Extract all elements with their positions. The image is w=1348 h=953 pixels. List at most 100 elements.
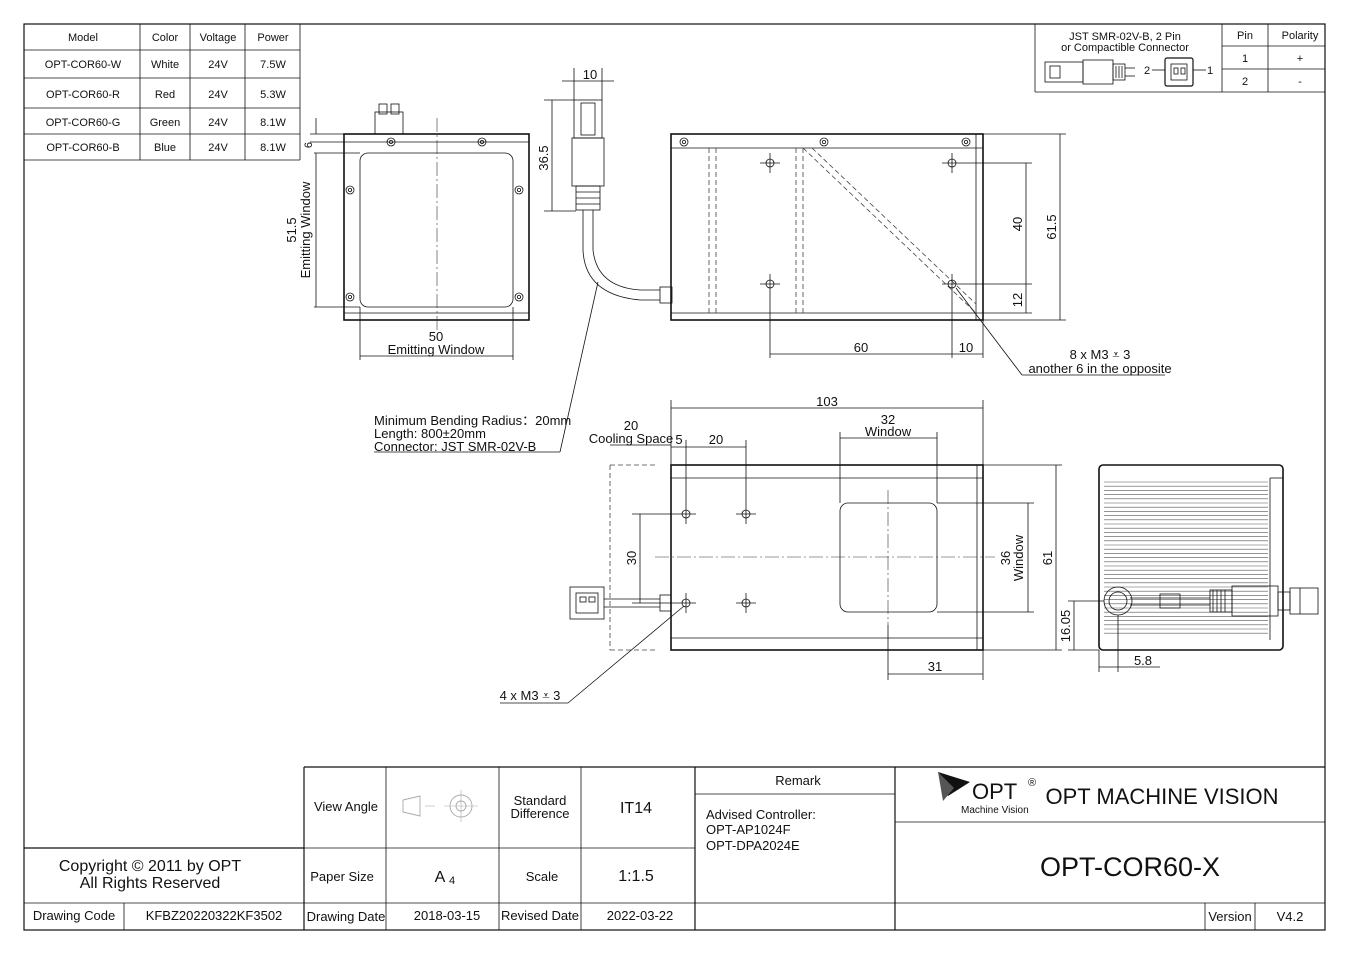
holes-note-2: another 6 in the opposite <box>1028 361 1171 376</box>
side-view: 60 10 40 12 61.5 8 x M3 ⩡ 3 another 6 in… <box>670 133 1172 376</box>
dim-end-58: 5.8 <box>1134 653 1152 668</box>
remark-label: Remark <box>775 773 821 788</box>
spec-cell: OPT-COR60-W <box>45 59 122 71</box>
spec-cell: Blue <box>154 142 176 154</box>
spec-table: Model Color Voltage Power OPT-COR60-W Wh… <box>24 24 301 161</box>
connector-header-pin: Pin <box>1237 30 1253 42</box>
logo-text: OPT <box>972 779 1017 804</box>
dim-side-615: 61.5 <box>1044 214 1059 239</box>
dim-front-height: 51.5 <box>284 217 299 242</box>
dim-cooling-20: 20 <box>624 418 638 433</box>
scale-value: 1:1.5 <box>618 868 654 885</box>
dim-connector-width: 10 <box>583 67 597 82</box>
spec-cell: 24V <box>208 59 228 71</box>
dim-bottom-20: 20 <box>709 432 723 447</box>
dim-bottom-32: 32 <box>881 412 895 427</box>
copyright-line-1: Copyright © 2011 by OPT <box>59 858 241 875</box>
dim-bottom-36: 36 <box>998 551 1013 565</box>
holes-note-1: 8 x M3 ⩡ 3 <box>1070 347 1131 362</box>
remark-line-1: Advised Controller: <box>706 807 816 822</box>
spec-cell: 8.1W <box>260 142 286 154</box>
drawing-date: 2018-03-15 <box>414 908 481 923</box>
spec-cell: 8.1W <box>260 117 286 129</box>
pin-1-label: 1 <box>1207 65 1213 77</box>
spec-cell: OPT-COR60-G <box>46 117 121 129</box>
spec-header-voltage: Voltage <box>200 32 237 44</box>
spec-cell: 24V <box>208 89 228 101</box>
dim-front-width-label: Emitting Window <box>388 342 485 357</box>
cable-note-2: Length: 800±20mm <box>374 426 486 441</box>
connector-cell: 1 <box>1242 53 1248 65</box>
cable-note-1: Minimum Bending Radius：20mm <box>374 413 571 428</box>
spec-cell: OPT-COR60-R <box>46 89 120 101</box>
spec-cell: 24V <box>208 117 228 129</box>
drawing-date-label: Drawing Date <box>307 909 386 924</box>
version-value: V4.2 <box>1277 909 1304 924</box>
dim-side-40: 40 <box>1010 217 1025 231</box>
spec-cell: White <box>151 59 179 71</box>
paper-size-sub: 4 <box>449 875 455 887</box>
dim-bottom-30: 30 <box>624 551 639 565</box>
remark-line-3: OPT-DPA2024E <box>706 838 800 853</box>
cable-note-3: Connector: JST SMR-02V-B <box>374 439 536 454</box>
version-label: Version <box>1208 909 1251 924</box>
spec-cell: 24V <box>208 142 228 154</box>
cable-connector-view: 10 36.5 Minimum Bending Radius：20mm Leng… <box>374 67 673 454</box>
dim-front-width: 50 <box>429 329 443 344</box>
spec-header-model: Model <box>68 32 98 44</box>
dim-front-6: 6 <box>303 142 315 148</box>
spec-cell: Green <box>150 117 181 129</box>
pin-2-label: 2 <box>1144 65 1150 77</box>
bottom-holes-note: 4 x M3 ⩡ 3 <box>500 688 561 703</box>
dim-bottom-32-label: Window <box>865 424 912 439</box>
remark-line-2: OPT-AP1024F <box>706 822 791 837</box>
dim-connector-height: 36.5 <box>536 145 551 170</box>
dim-bottom-61: 61 <box>1040 551 1055 565</box>
model-number: OPT-COR60-X <box>1040 852 1220 882</box>
dim-bottom-5: 5 <box>675 432 682 447</box>
end-view: 16.05 5.8 <box>1058 464 1319 672</box>
drawing-code-label: Drawing Code <box>33 908 115 923</box>
sheet-border <box>23 23 1326 931</box>
view-angle-label: View Angle <box>314 799 378 814</box>
bottom-view: 103 32 Window 20 Cooling Space 5 20 30 3… <box>500 394 1062 704</box>
standard-difference-1: Standard <box>514 793 567 808</box>
spec-cell: 5.3W <box>260 89 286 101</box>
title-block: Copyright © 2011 by OPT All Rights Reser… <box>24 766 1325 930</box>
spec-header-power: Power <box>257 32 289 44</box>
dim-side-12: 12 <box>1010 293 1025 307</box>
projection-symbol-icon <box>402 790 478 822</box>
dim-side-10: 10 <box>959 340 973 355</box>
spec-cell: 7.5W <box>260 59 286 71</box>
connector-sketch: 2 1 <box>1044 57 1213 87</box>
spec-cell: OPT-COR60-B <box>46 142 119 154</box>
dim-side-60: 60 <box>854 340 868 355</box>
dim-bottom-103: 103 <box>816 394 838 409</box>
dim-bottom-31: 31 <box>928 659 942 674</box>
revised-date: 2022-03-22 <box>607 908 674 923</box>
connector-cell: + <box>1297 53 1303 65</box>
scale-label: Scale <box>526 869 559 884</box>
opt-logo: OPT ® Machine Vision <box>938 772 1036 816</box>
drawing-code: KFBZ20220322KF3502 <box>146 908 283 923</box>
cooling-fins <box>1104 481 1268 634</box>
company-name: OPT MACHINE VISION <box>1045 784 1278 809</box>
paper-size-label: Paper Size <box>310 869 374 884</box>
front-view: 6 51.5 Emitting Window 50 Emitting Windo… <box>284 103 530 360</box>
standard-difference-value: IT14 <box>620 800 652 817</box>
dim-end-1605: 16.05 <box>1058 610 1073 643</box>
connector-cell: - <box>1298 76 1302 88</box>
dim-front-height-label: Emitting Window <box>298 181 313 278</box>
dim-cooling-label: Cooling Space <box>589 431 674 446</box>
paper-size-value: A <box>435 869 446 886</box>
logo-subtext: Machine Vision <box>961 805 1029 816</box>
spec-cell: Red <box>155 89 175 101</box>
connector-title-1: JST SMR-02V-B, 2 Pin <box>1069 31 1181 43</box>
copyright-line-2: All Rights Reserved <box>80 875 221 892</box>
connector-header-polarity: Polarity <box>1282 30 1319 42</box>
connector-title-2: or Compactible Connector <box>1061 42 1189 54</box>
logo-registered: ® <box>1028 777 1036 789</box>
dim-bottom-36-label: Window <box>1011 534 1026 581</box>
revised-date-label: Revised Date <box>501 908 579 923</box>
